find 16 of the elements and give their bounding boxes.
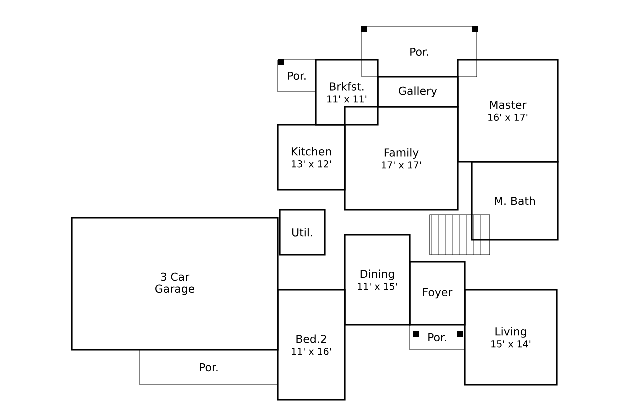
room-outline: Master 16' x 17' <box>457 59 559 163</box>
room-outline: Util. <box>279 209 326 256</box>
room-outline: Foyer <box>409 261 466 326</box>
porch-area: Por. <box>278 60 316 92</box>
room-outline: Brkfst. 11' x 11' <box>315 59 379 126</box>
porch-area: Por. <box>140 350 278 386</box>
room-outline: Living 15' x 14' <box>464 289 558 386</box>
room-outline: Dining 11' x 15' <box>344 234 411 326</box>
room-outline: Bed.2 11' x 16' <box>277 289 346 401</box>
room-outline: Gallery <box>377 76 459 108</box>
porch-area: Por. <box>362 26 478 78</box>
room-outline: Family 17' x 17' <box>344 106 459 211</box>
room-outline: M. Bath <box>471 161 559 241</box>
room-outline: 3 Car Garage <box>71 217 279 351</box>
room-outline: Kitchen 13' x 12' <box>277 124 346 191</box>
porch-area: Por. <box>410 324 466 350</box>
